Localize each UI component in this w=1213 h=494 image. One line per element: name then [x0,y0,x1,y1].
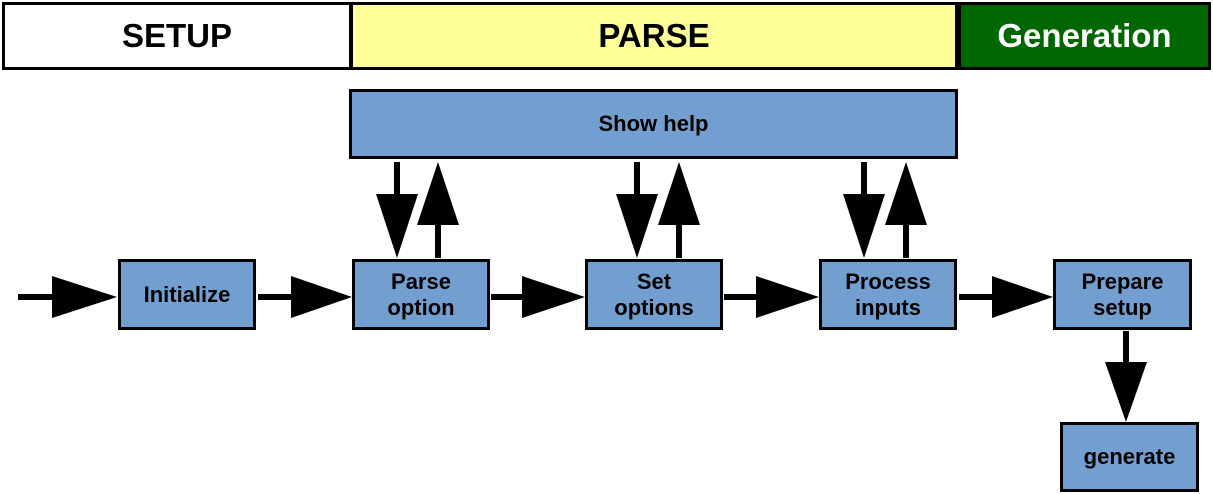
arrow-parse-option-to-set-options [491,276,585,318]
arrow-prepare-setup-to-generate [1105,331,1147,422]
phase-generation: Generation [958,2,1211,70]
generate-label: generate [1083,444,1176,469]
arrow-set-options-to-process-inputs [724,276,819,318]
set-options-label: Set options [614,268,694,320]
arrow-process-inputs-to-show-help [885,162,927,258]
prepare-setup-label: Prepare setup [1081,268,1164,320]
arrow-show-help-to-set-options [616,162,658,258]
arrow-set-options-to-show-help [658,162,700,258]
arrow-entry-to-initialize [18,276,117,318]
parse-option-label: Parse option [387,268,455,320]
prepare-setup-node: Prepare setup [1053,259,1192,330]
set-options-node: Set options [585,259,723,330]
arrow-initialize-to-parse-option [258,276,352,318]
show-help-node: Show help [349,89,958,159]
arrow-show-help-to-parse-option [376,162,418,258]
initialize-node: Initialize [118,259,256,330]
show-help-label: Show help [598,111,709,136]
phase-setup-label: SETUP [121,17,233,54]
phase-parse-label: PARSE [598,17,710,54]
arrow-parse-option-to-show-help [417,162,459,258]
process-inputs-label: Process inputs [845,268,931,320]
phase-generation-label: Generation [997,17,1172,54]
process-inputs-node: Process inputs [819,259,957,330]
generate-node: generate [1060,422,1199,492]
arrow-process-inputs-to-prepare-setup [959,276,1053,318]
initialize-label: Initialize [143,281,231,307]
arrow-show-help-to-process-inputs [843,162,885,258]
phase-parse: PARSE [350,2,958,70]
parse-option-node: Parse option [352,259,490,330]
phase-setup: SETUP [2,2,352,70]
